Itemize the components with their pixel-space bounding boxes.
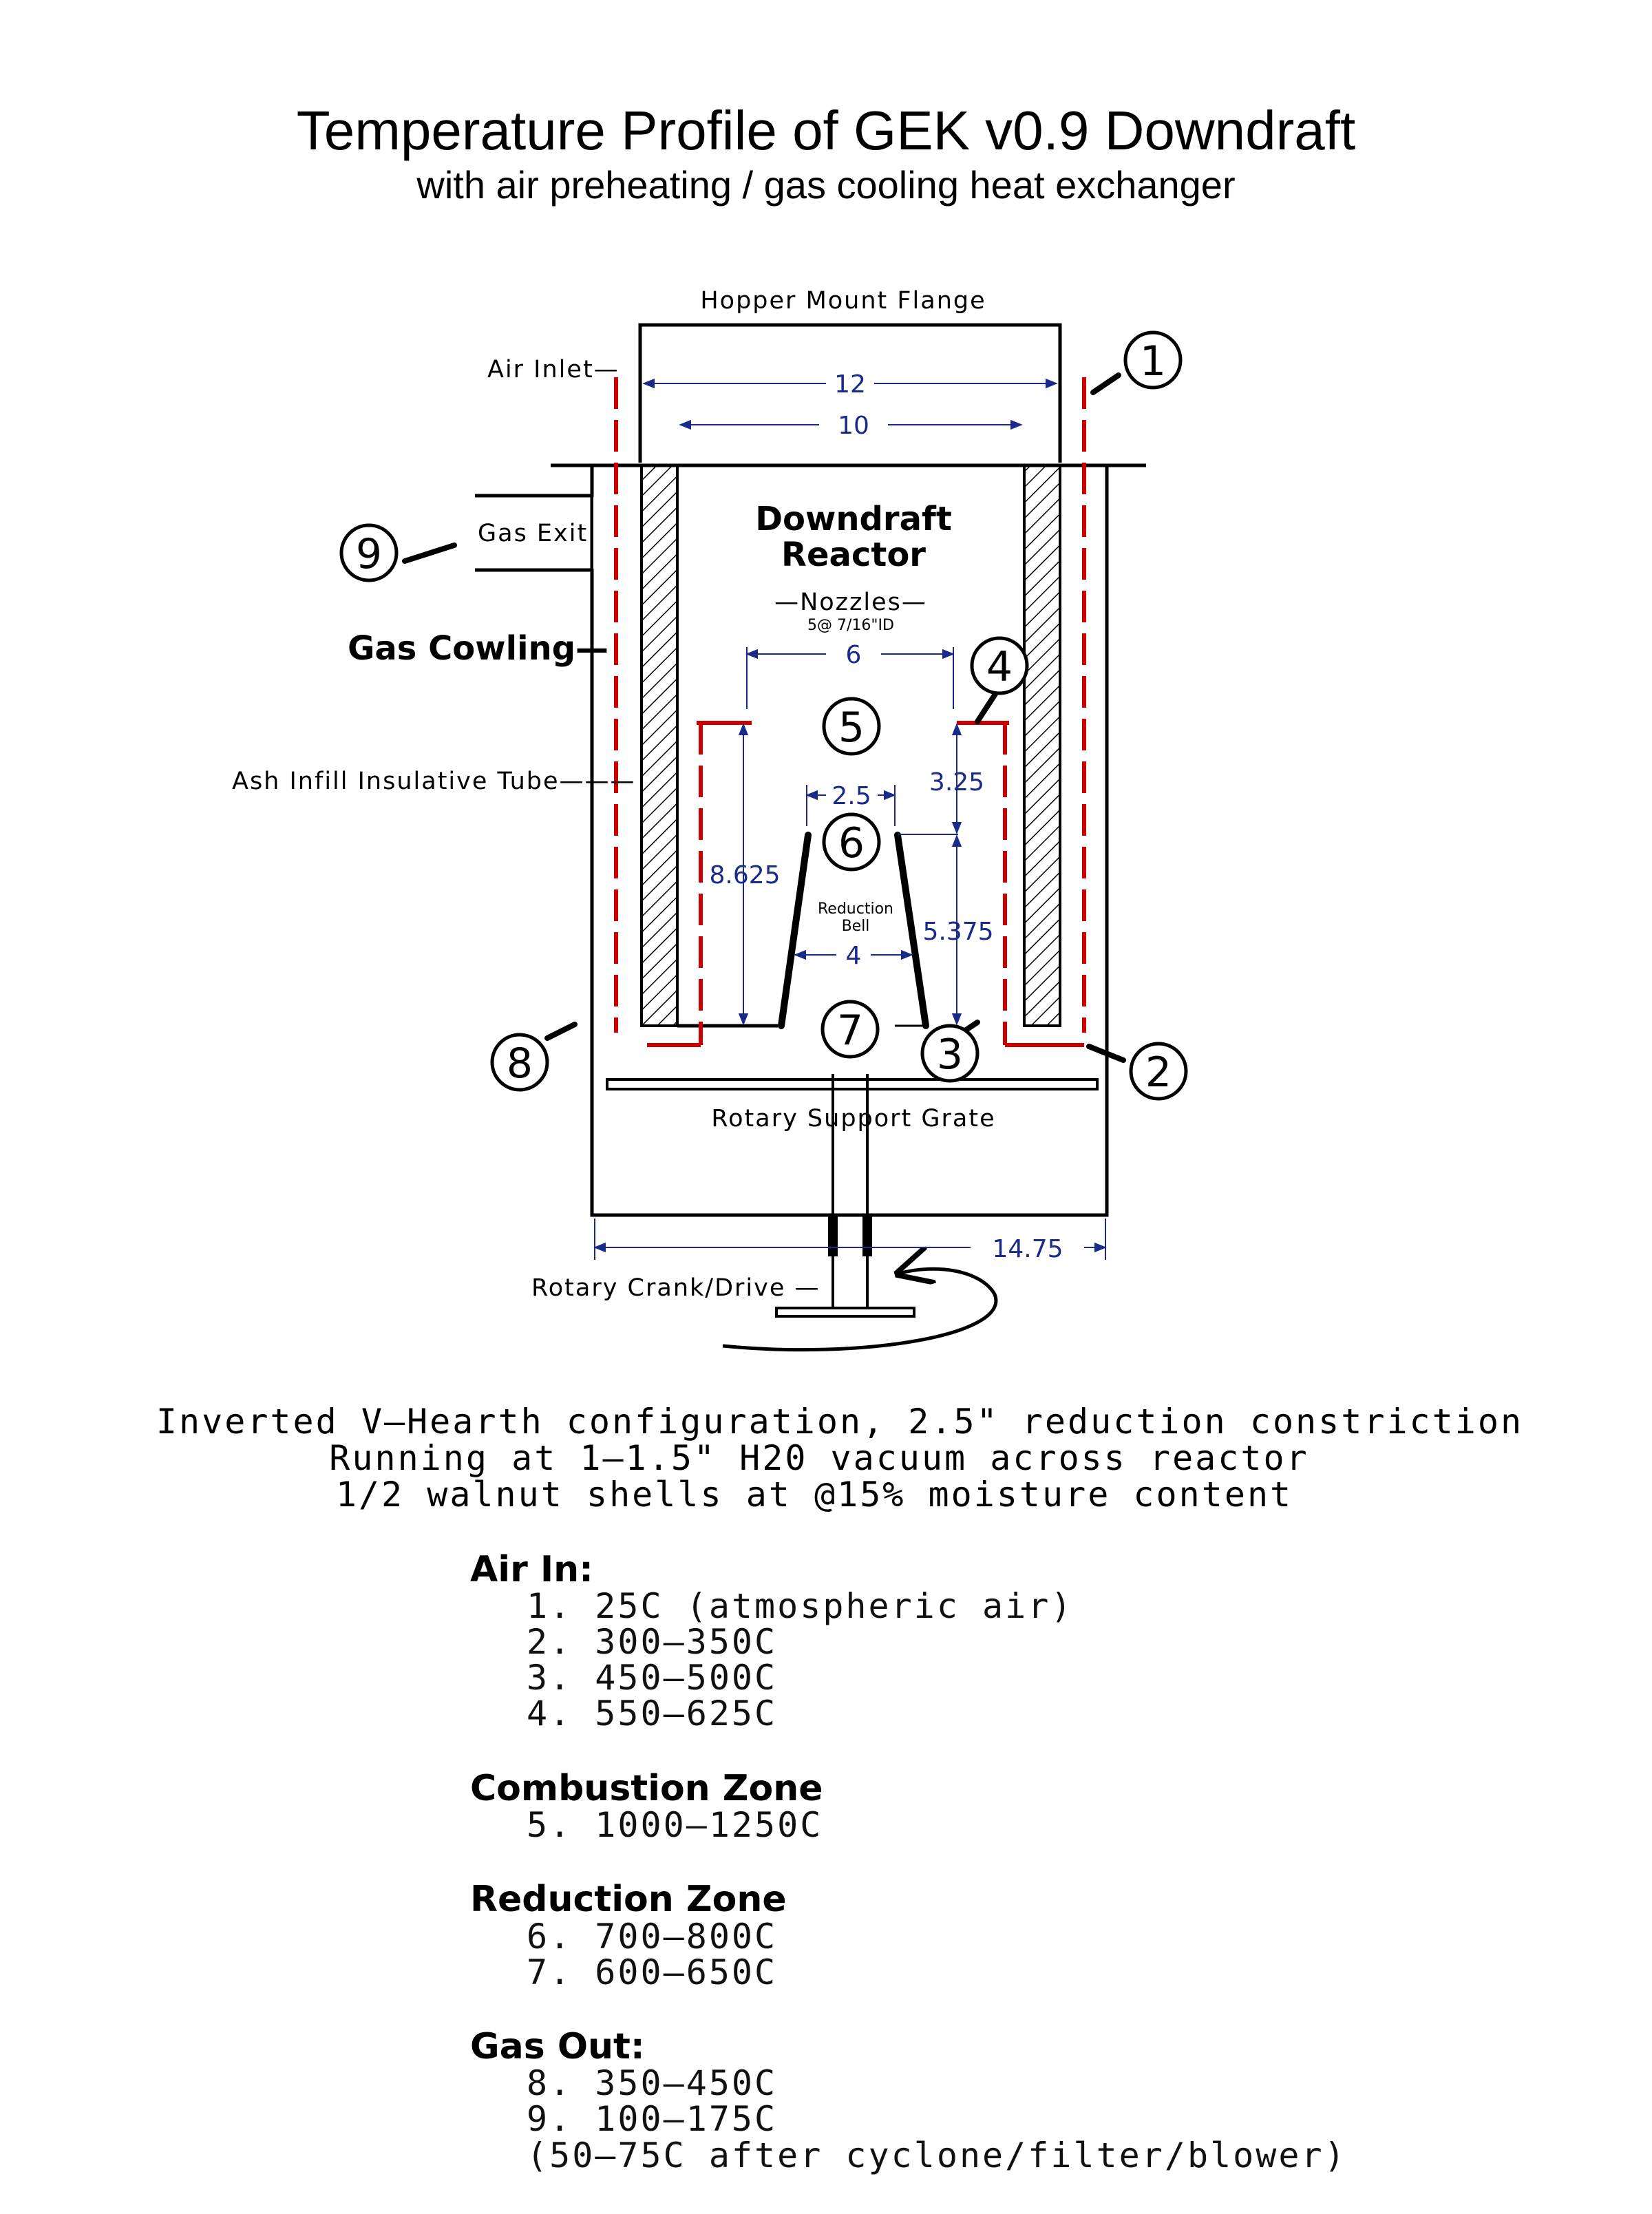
svg-text:5: 5: [838, 704, 865, 752]
marker-7: 7: [820, 1000, 880, 1059]
air-in-item-4: 4. 550—625C: [527, 1694, 777, 1733]
dim-4: 4: [846, 942, 862, 970]
legend-air-in: Air In: 1. 25C (atmospheric air) 2. 300—…: [470, 1549, 1073, 1733]
combustion-item-5: 5. 1000—1250C: [527, 1805, 823, 1845]
air-in-item-2: 2. 300—350C: [527, 1622, 777, 1662]
svg-text:1: 1: [1140, 337, 1166, 386]
svg-text:8: 8: [507, 1040, 533, 1088]
legend-gas-out: Gas Out: 8. 350—450C 9. 100—175C (50—75C…: [470, 2026, 1347, 2175]
svg-text:3: 3: [937, 1031, 963, 1079]
reactor-label-line1: Downdraft: [755, 500, 952, 538]
gas-exit-opening: [593, 497, 603, 569]
legend-combustion-zone: Combustion Zone 5. 1000—1250C: [470, 1768, 823, 1845]
crank-label: Rotary Crank/Drive —: [531, 1274, 820, 1302]
svg-text:6: 6: [838, 819, 865, 867]
note-configuration: Inverted V—Hearth configuration, 2.5" re…: [156, 1402, 1523, 1442]
svg-text:4: 4: [986, 643, 1013, 691]
title: Temperature Profile of GEK v0.9 Downdraf…: [297, 100, 1355, 161]
dim-5-375: 5.375: [922, 918, 993, 946]
gas-exit-label: Gas Exit: [478, 520, 588, 547]
subtitle: with air preheating / gas cooling heat e…: [416, 163, 1235, 207]
nozzles-label: —Nozzles—: [774, 589, 927, 616]
note-fuel: 1/2 walnut shells at @15% moisture conte…: [336, 1475, 1293, 1515]
gas-cowling-shell: [590, 465, 1109, 1217]
marker-4: 4: [970, 636, 1029, 695]
rotation-arrow: [722, 1269, 998, 1352]
marker-1: 1: [1123, 330, 1183, 390]
rotary-support-grate: [606, 1078, 1099, 1090]
svg-text:2: 2: [1145, 1048, 1172, 1097]
dim-2-5: 2.5: [832, 782, 871, 810]
svg-text:7: 7: [837, 1006, 863, 1055]
dim-3-25: 3.25: [929, 768, 984, 797]
svg-text:9: 9: [356, 530, 382, 578]
marker-5: 5: [822, 697, 881, 756]
gas-cowling-label: Gas Cowling—: [348, 629, 608, 668]
air-in-item-3: 3. 450—500C: [527, 1658, 777, 1698]
ash-tube-label: Ash Infill Insulative Tube———: [232, 768, 636, 795]
air-nozzle-path: [647, 721, 1084, 1047]
heading-gas-out: Gas Out:: [470, 2026, 645, 2067]
marker-3: 3: [920, 1024, 979, 1083]
dim-10: 10: [838, 412, 869, 440]
ash-infill-insulation-left: [640, 464, 679, 1027]
gas-out-note: (50—75C after cyclone/filter/blower): [527, 2136, 1347, 2175]
gas-out-item-8: 8. 350—450C: [527, 2063, 777, 2103]
grate-label: Rotary Support Grate: [711, 1105, 995, 1132]
marker-8: 8: [490, 1033, 549, 1092]
hopper-flange-label: Hopper Mount Flange: [700, 287, 986, 315]
heading-air-in: Air In:: [470, 1549, 593, 1590]
air-inlet-label: Air Inlet—: [487, 356, 620, 383]
air-preheat-path: [614, 377, 1086, 1045]
bell-label-line1: Reduction: [818, 900, 893, 918]
nozzles-spec: 5@ 7/16"ID: [807, 617, 894, 634]
hopper-flange: [638, 323, 1062, 463]
dim-12: 12: [834, 370, 866, 399]
marker-leaders: [402, 372, 1126, 1063]
reactor-label-line2: Reactor: [781, 536, 926, 574]
gas-out-item-9: 9. 100—175C: [527, 2099, 777, 2139]
dim-14-75: 14.75: [992, 1235, 1063, 1263]
heading-reduction-zone: Reduction Zone: [470, 1879, 787, 1920]
dim-6: 6: [846, 641, 862, 669]
legend-reduction-zone: Reduction Zone 6. 700—800C 7. 600—650C: [470, 1879, 787, 1992]
bell-label-line2: Bell: [842, 918, 870, 935]
reduction-bell: [778, 832, 929, 1029]
reduction-item-7: 7. 600—650C: [527, 1952, 777, 1992]
dim-8-625: 8.625: [709, 861, 780, 889]
note-vacuum: Running at 1—1.5" H20 vacuum across reac…: [329, 1438, 1309, 1478]
heading-combustion-zone: Combustion Zone: [470, 1768, 823, 1809]
ash-infill-insulation-right: [1023, 464, 1061, 1027]
reduction-item-6: 6. 700—800C: [527, 1917, 777, 1957]
marker-9: 9: [339, 523, 399, 582]
marker-2: 2: [1129, 1042, 1188, 1101]
air-in-item-1: 1. 25C (atmospheric air): [527, 1586, 1073, 1626]
marker-6: 6: [822, 812, 881, 872]
dimension-lines: [593, 378, 1107, 1260]
crank-plate: [775, 1307, 915, 1318]
